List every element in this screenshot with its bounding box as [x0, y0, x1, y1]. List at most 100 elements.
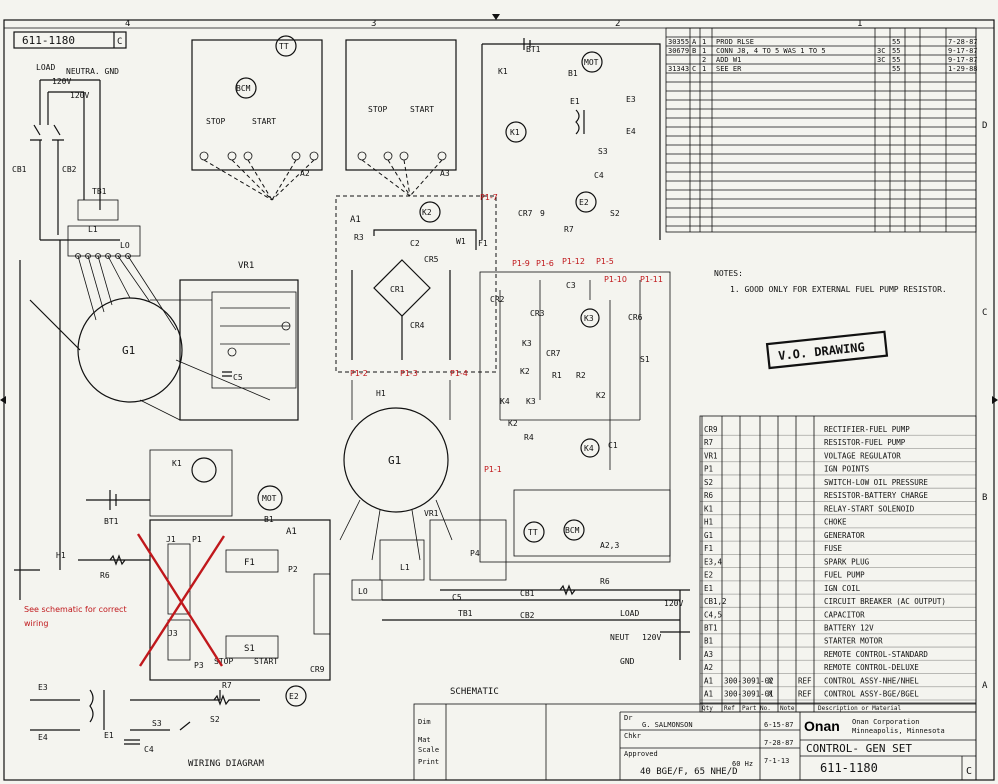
- label-s3-schematic: S3: [598, 147, 608, 156]
- pin-p1-3: P1-3: [400, 369, 418, 378]
- control-circuit-block: [479, 271, 671, 563]
- label-tt-a2: TT: [279, 42, 289, 51]
- label-e2-schematic: E2: [579, 198, 589, 207]
- rev-drf-3: 55: [892, 56, 900, 64]
- label-bcm-schematic: BCM: [565, 526, 580, 535]
- pin-p1-1: P1-1: [484, 465, 502, 474]
- parts-row-ref: CB1,2: [704, 597, 727, 606]
- pin-p1-11: P1-11: [640, 275, 663, 284]
- pin-p1-2: P1-2: [350, 369, 368, 378]
- pin-p1-5: P1-5: [596, 257, 614, 266]
- control-assy-a1-schematic: [335, 195, 497, 373]
- company-line1: Onan Corporation: [852, 718, 919, 726]
- parts-row-ref: A1: [704, 676, 713, 685]
- rev-item-2: 1: [702, 47, 706, 55]
- rev-item-1: 1: [702, 38, 706, 46]
- label-cr7-top: CR7: [518, 209, 533, 218]
- rev-ltr-1: A: [692, 38, 697, 46]
- label-r6-schematic: R6: [600, 577, 610, 586]
- rev-ecn-4: 31343: [668, 65, 689, 73]
- sheet-size: C: [966, 766, 972, 777]
- label-r9: 9: [540, 209, 545, 218]
- parts-row-description: RESISTOR-BATTERY CHARGE: [824, 491, 928, 500]
- label-tb1-wiring: TB1: [92, 187, 107, 196]
- label-b1-schematic: B1: [568, 69, 578, 78]
- title-approved-label: Approved: [624, 750, 658, 758]
- a3-terminals: [357, 151, 447, 161]
- a2-terminals: [199, 151, 319, 161]
- label-bt1-wiring: BT1: [104, 517, 119, 526]
- title-scale-label: Scale: [418, 746, 439, 754]
- red-x-markup: [136, 533, 226, 667]
- parts-row-ref: A3: [704, 650, 713, 659]
- label-r1: R1: [552, 371, 562, 380]
- label-e3-wiring: E3: [38, 683, 48, 692]
- label-cb1-wiring: CB1: [12, 165, 27, 174]
- parts-row-ref: S2: [704, 478, 713, 487]
- title-print-label: Print: [418, 758, 439, 766]
- parts-row-ref: B1: [704, 637, 713, 646]
- parts-header-ref: Ref: [724, 705, 735, 712]
- label-start-a2: START: [252, 117, 276, 126]
- label-r6-wiring: R6: [100, 571, 110, 580]
- label-k4-contact: K4: [500, 397, 510, 406]
- label-stop-wiring: STOP: [214, 657, 233, 666]
- label-p3: P3: [194, 661, 204, 670]
- label-start-wiring: START: [254, 657, 278, 666]
- label-mot-wiring: MOT: [262, 494, 277, 503]
- label-p1: P1: [192, 535, 202, 544]
- label-k3-contact-b: K3: [526, 397, 536, 406]
- label-k1-schematic-b: K1: [510, 128, 520, 137]
- parts-row-note: REF: [798, 676, 812, 685]
- label-cr4: CR4: [410, 321, 425, 330]
- remote-control-a2: [191, 39, 323, 171]
- label-cr7: CR7: [546, 349, 561, 358]
- title-mat-label: Mat: [418, 736, 431, 744]
- label-load: LOAD: [36, 63, 55, 72]
- parts-row-qty: X: [768, 690, 773, 699]
- label-cr6: CR6: [628, 313, 643, 322]
- label-s3-wiring: S3: [152, 719, 162, 728]
- parts-row-ref: E1: [704, 584, 713, 593]
- label-f1-wiring: F1: [244, 558, 255, 568]
- company-logo: Onan: [804, 718, 840, 734]
- drawing-number-bottom: 611-1180: [820, 761, 878, 775]
- parts-row-description: GENERATOR: [824, 531, 865, 540]
- wiring-diagram-title: WIRING DIAGRAM: [188, 759, 264, 769]
- label-120v-b: 120V: [70, 91, 89, 100]
- label-neutral-gnd: NEUTRA. GND: [66, 67, 119, 76]
- notes-heading: NOTES:: [714, 269, 743, 278]
- zone-number-2: 2: [615, 19, 620, 29]
- label-tb1-schematic: TB1: [458, 609, 473, 618]
- parts-row-description: IGN COIL: [824, 584, 861, 593]
- title-drawn-date: 6-15-87: [764, 721, 794, 729]
- label-j3: J3: [168, 629, 178, 638]
- parts-row-description: CIRCUIT BREAKER (AC OUTPUT): [824, 597, 946, 606]
- revision-table: [665, 27, 977, 233]
- pin-p1-6: P1-6: [536, 259, 554, 268]
- title-block: [413, 703, 977, 781]
- rev-desc-1: PROD RLSE: [716, 38, 754, 46]
- label-e3-schematic: E3: [626, 95, 636, 104]
- title-dim-label: Dim: [418, 718, 431, 726]
- label-k1-wiring: K1: [172, 459, 182, 468]
- label-load-schematic: LOAD: [620, 609, 639, 618]
- rev-drf-1: 55: [892, 38, 900, 46]
- drawing-number-top: 611-1180: [22, 34, 75, 47]
- parts-row-description: FUSE: [824, 544, 843, 553]
- label-c3: C3: [566, 281, 576, 290]
- parts-row-ref: CR9: [704, 425, 718, 434]
- remote-control-a3: [345, 39, 457, 171]
- parts-row-ref: A1: [704, 690, 713, 699]
- label-a23: A2,3: [600, 541, 619, 550]
- label-cr2: CR2: [490, 295, 505, 304]
- label-c5-schematic: C5: [452, 593, 462, 602]
- zone-letter-a: A: [982, 681, 988, 691]
- parts-row-description: RESISTOR-FUEL PUMP: [824, 438, 906, 447]
- label-120v-a: 120V: [52, 77, 71, 86]
- parts-row-description: STARTER MOTOR: [824, 637, 883, 646]
- label-k4-coil: K4: [584, 444, 594, 453]
- parts-row-ref: C4,5: [704, 610, 722, 619]
- parts-row-description: VOLTAGE REGULATOR: [824, 451, 901, 460]
- rev-item-4: 1: [702, 65, 706, 73]
